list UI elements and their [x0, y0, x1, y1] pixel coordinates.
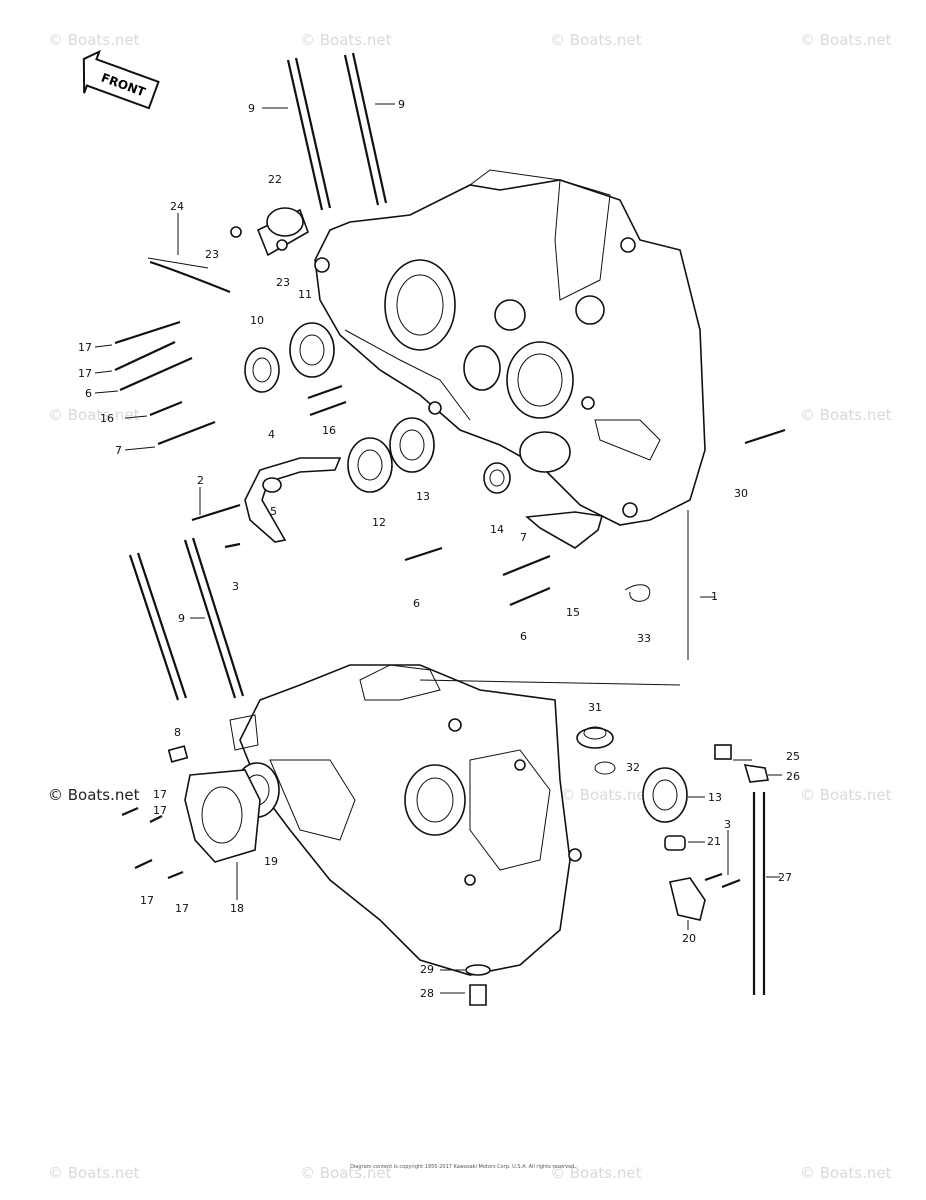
watermarks: © Boats.net © Boats.net © Boats.net © Bo…: [48, 31, 892, 1182]
callout-17: 17: [140, 894, 154, 907]
callout-3: 3: [724, 818, 731, 831]
front-arrow-icon: FRONT: [82, 49, 160, 110]
callout-24: 24: [170, 200, 184, 213]
washer-29: [465, 964, 491, 976]
filler-cap-31: [576, 726, 616, 775]
callout-9: 9: [398, 98, 405, 111]
callout-27: 27: [778, 871, 792, 884]
plug-21: [664, 835, 686, 851]
bearing-housing-18: [167, 745, 261, 863]
callout-21: 21: [707, 835, 721, 848]
watermark: © Boats.net: [550, 1164, 642, 1182]
watermark: © Boats.net: [800, 786, 892, 804]
callout-17: 17: [153, 804, 167, 817]
callout-16: 16: [322, 424, 336, 437]
callout-19: 19: [264, 855, 278, 868]
callout-31: 31: [588, 701, 602, 714]
callout-3: 3: [232, 580, 239, 593]
callout-12: 12: [372, 516, 386, 529]
callout-13: 13: [708, 791, 722, 804]
callout-6: 6: [520, 630, 527, 643]
leader-lines: [94, 103, 782, 994]
callout-17: 17: [175, 902, 189, 915]
callout-4: 4: [268, 428, 275, 441]
watermark: © Boats.net: [560, 786, 652, 804]
watermark: © Boats.net: [550, 31, 642, 49]
callout-6: 6: [413, 597, 420, 610]
bolts: [114, 320, 786, 889]
callout-17: 17: [153, 788, 167, 801]
stud-9: [128, 52, 388, 701]
callout-10: 10: [250, 314, 264, 327]
callout-26: 26: [786, 770, 800, 783]
upper-crankcase: [314, 169, 706, 526]
callout-25: 25: [786, 750, 800, 763]
callout-8: 8: [174, 726, 181, 739]
watermark: © Boats.net: [300, 31, 392, 49]
oil-seals-bearings: [234, 322, 688, 823]
breather-cap-22: [230, 207, 309, 257]
callout-2: 2: [197, 474, 204, 487]
watermark: © Boats.net: [48, 406, 140, 424]
callout-5: 5: [270, 505, 277, 518]
callout-32: 32: [626, 761, 640, 774]
drain-plug-28: [469, 984, 487, 1006]
callout-9: 9: [178, 612, 185, 625]
watermark: © Boats.net: [48, 1164, 140, 1182]
callout-1: 1: [711, 590, 718, 603]
callout-9: 9: [248, 102, 255, 115]
callout-20: 20: [682, 932, 696, 945]
callout-15: 15: [566, 606, 580, 619]
callout-23: 23: [205, 248, 219, 261]
clip-33: [624, 584, 651, 602]
oil-pipe-27: [714, 744, 769, 995]
breather-hose-24: [149, 260, 231, 294]
plate-15: [525, 511, 604, 549]
plate-20: [669, 877, 706, 921]
callout-17: 17: [78, 341, 92, 354]
callout-29: 29: [420, 963, 434, 976]
callout-14: 14: [490, 523, 504, 536]
callout-33: 33: [637, 632, 651, 645]
watermark: © Boats.net: [300, 1164, 392, 1182]
callout-7: 7: [520, 531, 527, 544]
callout-18: 18: [230, 902, 244, 915]
copyright-notice: Diagram content is copyright 1955-2017 K…: [350, 1164, 576, 1170]
callout-30: 30: [734, 487, 748, 500]
callout-6: 6: [85, 387, 92, 400]
watermark: © Boats.net: [800, 31, 892, 49]
callouts: 9 9 22 24 23 23 11 10 17 17 6 16 7 4 16 …: [78, 98, 800, 1000]
callout-13: 13: [416, 490, 430, 503]
callout-7: 7: [115, 444, 122, 457]
watermark: © Boats.net: [800, 1164, 892, 1182]
watermark: © Boats.net: [48, 31, 140, 49]
callout-22: 22: [268, 173, 282, 186]
callout-23: 23: [276, 276, 290, 289]
bracket-4: [244, 457, 342, 543]
watermark: © Boats.net: [48, 786, 140, 804]
watermark: © Boats.net: [800, 406, 892, 424]
callout-11: 11: [298, 288, 312, 301]
callout-16: 16: [100, 412, 114, 425]
lower-crankcase: [229, 664, 582, 976]
callout-28: 28: [420, 987, 434, 1000]
callout-17: 17: [78, 367, 92, 380]
